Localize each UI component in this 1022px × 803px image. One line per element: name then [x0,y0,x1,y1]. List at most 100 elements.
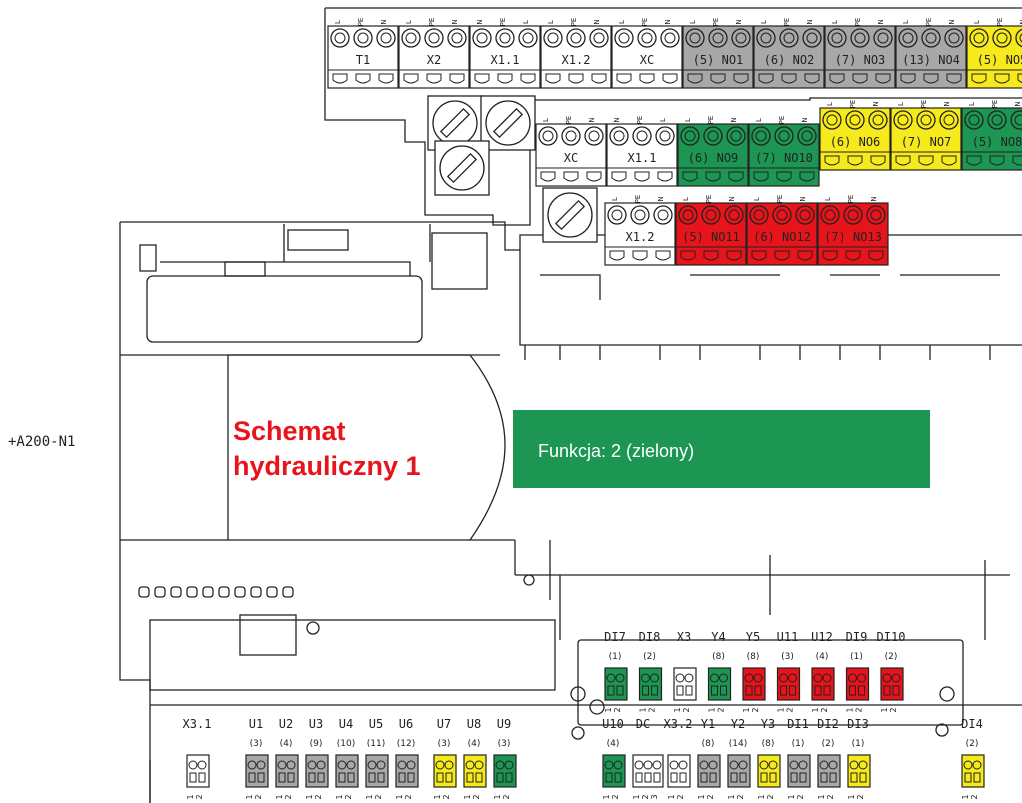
screw-center-icon [897,114,909,126]
pin-name: N [730,117,738,122]
connector-body [335,754,359,788]
screw-center-icon [1019,33,1022,43]
screw-center-icon [968,114,980,126]
screw-center-icon [428,32,440,44]
pin-number: 2 [254,794,263,799]
pin-number: 1 [433,794,442,799]
rotary-switch-icon[interactable] [542,187,598,243]
pin-number: 1 [787,794,796,799]
connector-body [463,754,487,788]
pin-hole-icon [678,760,688,770]
io-count: (4) [280,739,293,749]
clamp-icon [946,73,962,84]
pin-number: 1 [880,707,889,712]
io-count: (8) [762,739,775,749]
screw-icon [543,28,563,48]
pin-hole-icon [247,760,257,770]
rotary-switch-icon[interactable] [434,140,490,196]
screw-icon [795,205,815,225]
io-count: (2) [643,652,656,662]
pin-name: PE [847,195,855,204]
rotary-switch-icon[interactable] [480,95,536,151]
screw-center-icon [636,130,648,142]
pin-hole-icon [675,673,685,683]
terminal-body [748,123,820,187]
screw-center-icon [682,209,694,221]
connector-body [667,754,691,788]
clamp-icon [822,250,838,261]
terminal-body [398,25,470,89]
clamp-icon [870,155,886,166]
screw-center-icon [783,32,795,44]
screw-icon [424,28,444,48]
clamp-icon [611,171,627,182]
pin-hole-icon [197,760,207,770]
pin-hole-icon [465,760,475,770]
screw-icon [660,28,680,48]
pin-number: 2 [314,794,323,799]
screw-icon [630,205,650,225]
pin-name: L [755,118,763,122]
pin-hole-icon [504,760,514,770]
terminal-body [675,202,747,266]
pin-hole-icon [849,760,859,770]
pin-hole-icon [256,760,266,770]
pin-name: N [735,19,743,24]
pin-name: N [877,19,885,24]
screw-icon [868,110,888,130]
io-label: DI3 [847,717,869,731]
io-count: (3) [498,739,511,749]
connector-body [305,754,329,788]
